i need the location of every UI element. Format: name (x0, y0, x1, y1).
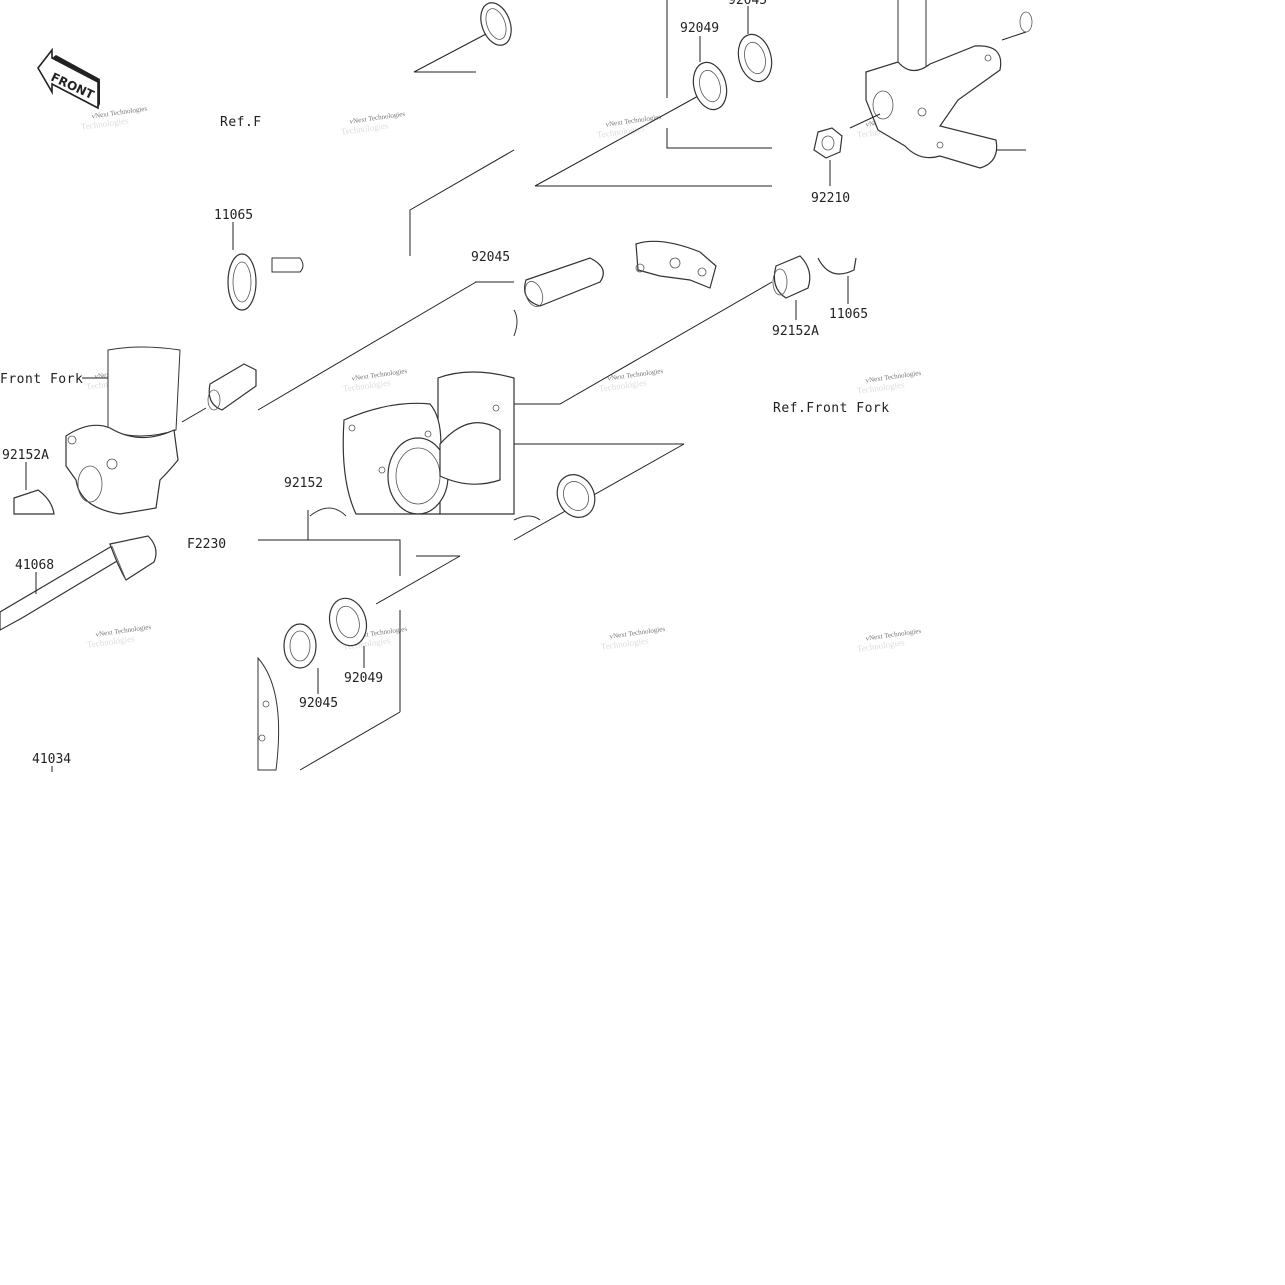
front-arrow-icon: FRONT (37, 47, 100, 110)
ref-label-front-fork-left: Front Fork (0, 372, 83, 387)
ref-label-top-left: Ref.F (220, 115, 262, 130)
tile-bottom-bearings (257, 507, 461, 771)
bearing-part (283, 623, 317, 669)
spacer-part (13, 489, 55, 515)
fork-leg-part (865, 0, 1033, 169)
axle-part (0, 535, 157, 631)
watermark: Technologies vNext Technologies (856, 369, 922, 396)
label-92210: 92210 (811, 191, 850, 206)
watermark: Technologies vNext Technologies (80, 105, 148, 132)
oil-seal-part (692, 61, 728, 111)
tile-axle (0, 535, 157, 772)
tile-middle-left (227, 222, 304, 311)
collar-part (524, 257, 604, 307)
tile-top-center (534, 0, 773, 187)
tile-top-middle (409, 2, 515, 256)
watermark: Technologies vNext Technologies (856, 627, 922, 654)
watermark: Technologies vNext Technologies (600, 625, 666, 652)
label-92045-top: 92045 (728, 0, 767, 8)
label-92045-bottom: 92045 (299, 696, 338, 711)
watermark: Technologies vNext Technologies (596, 113, 662, 140)
nut-part (813, 127, 843, 159)
label-92152: 92152 (284, 476, 323, 491)
bracket-part (635, 240, 717, 289)
tile-axle-end (181, 363, 257, 423)
watermark: Technologies vNext Technologies (598, 367, 664, 394)
hub-part (342, 371, 515, 515)
oil-seal-part (328, 597, 368, 647)
oil-seal-part (480, 2, 512, 46)
label-92049-top: 92049 (680, 21, 719, 36)
tile-fork-left (13, 346, 181, 515)
label-41034: 41034 (32, 752, 71, 767)
oil-seal-part (817, 257, 857, 275)
tile-middle-right (772, 255, 857, 320)
ref-label-front-fork-right: Ref.Front Fork (773, 401, 890, 416)
label-41068: 41068 (15, 558, 54, 573)
watermark: Technologies vNext Technologies (342, 367, 408, 394)
oil-seal-part (227, 253, 257, 311)
tile-center-right (513, 443, 685, 541)
label-92152A-right: 92152A (772, 324, 819, 339)
tile-top-right (813, 0, 1033, 186)
callout-labels: 92049 92045 92210 11065 92045 92152A 110… (0, 0, 890, 767)
bearing-part (737, 33, 773, 83)
label-92045-mid: 92045 (471, 250, 510, 265)
label-F2230: F2230 (187, 537, 226, 552)
watermark: Technologies vNext Technologies (340, 110, 406, 137)
spacer-part (772, 255, 811, 299)
label-92152A-left: 92152A (2, 448, 49, 463)
axle-end-part (207, 363, 257, 411)
tile-wheel-hub (342, 371, 515, 515)
label-92049-bottom: 92049 (344, 671, 383, 686)
fork-leg-part (65, 346, 181, 515)
label-11065-right: 11065 (829, 307, 868, 322)
label-11065-left: 11065 (214, 208, 253, 223)
watermark: Technologies vNext Technologies (86, 623, 152, 650)
oil-seal-part (556, 474, 596, 518)
tile-middle-center (257, 240, 773, 411)
